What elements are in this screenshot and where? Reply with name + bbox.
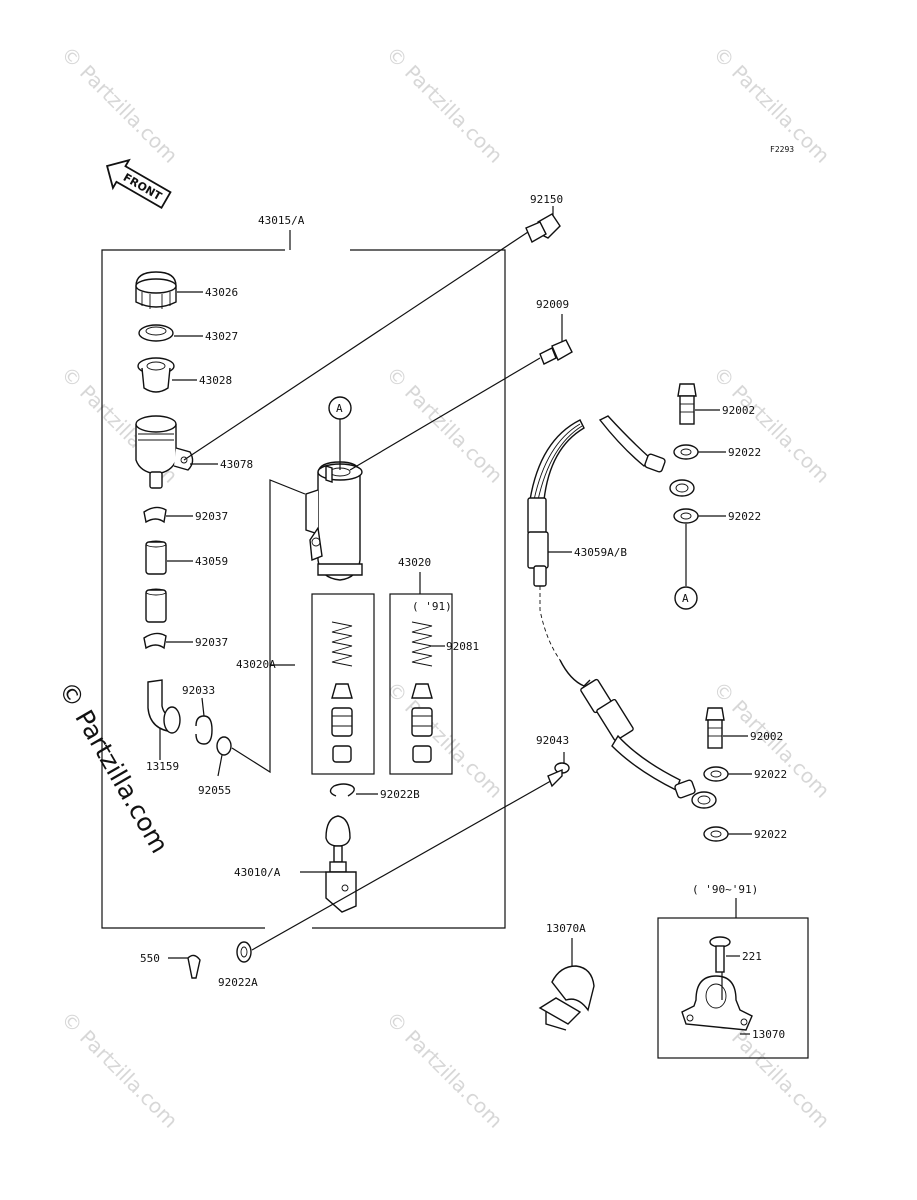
piston	[411, 707, 433, 737]
reference-label-a: A	[682, 592, 689, 605]
leader-line	[231, 665, 271, 774]
piston-cup	[331, 683, 353, 699]
banjo-bolt	[677, 383, 697, 425]
label-92037-top: 92037	[195, 510, 228, 523]
watermark: © Partzilla.com	[381, 1007, 507, 1133]
label-550: 550	[140, 952, 160, 965]
reservoir-cap	[135, 271, 177, 309]
label-92037-bottom: 92037	[195, 636, 228, 649]
reference-label-a: A	[336, 402, 343, 415]
label-43059AB: 43059A/B	[574, 546, 627, 559]
watermark: © Partzilla.com	[381, 362, 507, 488]
label-92002-top: 92002	[722, 404, 755, 417]
label-43026: 43026	[205, 286, 238, 299]
label-92022A: 92022A	[218, 976, 258, 989]
reference-marker-a	[674, 586, 698, 610]
piston-seal	[412, 745, 432, 763]
label-43059: 43059	[195, 555, 228, 568]
leader-line	[349, 357, 541, 471]
label-43078: 43078	[220, 458, 253, 471]
elbow-fitting	[147, 679, 181, 734]
kit-box-43020	[389, 593, 453, 775]
bolt	[539, 339, 573, 365]
circlip	[195, 715, 213, 745]
label-92022-4: 92022	[754, 828, 787, 841]
watermark: © Partzilla.com	[708, 362, 834, 488]
hose-section	[145, 540, 167, 575]
label-13070A: 13070A	[546, 922, 586, 935]
label-43015: 43015/A	[258, 214, 305, 227]
label-92043: 92043	[536, 734, 569, 747]
label-43020A: 43020A	[236, 658, 276, 671]
piston-cup	[411, 683, 433, 699]
watermark: © Partzilla.com	[381, 42, 507, 168]
washer	[703, 826, 729, 842]
label-92055: 92055	[198, 784, 231, 797]
figure-code: F2293	[770, 145, 794, 154]
washer	[673, 508, 699, 524]
label-92002-bottom: 92002	[750, 730, 783, 743]
label-221: 221	[742, 950, 762, 963]
spring	[331, 621, 353, 667]
bolt	[525, 213, 561, 243]
watermark: © Partzilla.com	[56, 1007, 182, 1133]
reservoir-plate	[137, 357, 175, 393]
hose-guide	[681, 975, 753, 1031]
label-92009: 92009	[536, 298, 569, 311]
label-43027: 43027	[205, 330, 238, 343]
o-ring	[216, 736, 232, 756]
kit-box-43020A	[311, 593, 375, 775]
leader-line	[183, 231, 529, 461]
piston	[331, 707, 353, 737]
assembly-box-43015: 43015/A	[101, 214, 506, 929]
reservoir	[135, 415, 194, 489]
label-92150: 92150	[530, 193, 563, 206]
master-cylinder	[305, 461, 363, 581]
spring	[411, 621, 433, 667]
label-92022-2: 92022	[728, 510, 761, 523]
label-13070: 13070	[752, 1028, 785, 1041]
label-92022-3: 92022	[754, 768, 787, 781]
washer	[236, 941, 252, 963]
hose-clamp	[143, 632, 167, 650]
watermark: © Partzilla.com	[56, 42, 182, 168]
push-rod	[325, 815, 357, 913]
piston-seal	[332, 745, 352, 763]
hose-clamp-bracket	[538, 965, 595, 1031]
label-43028: 43028	[199, 374, 232, 387]
label-43010: 43010/A	[234, 866, 281, 879]
washer	[673, 444, 699, 460]
circlip	[329, 783, 355, 797]
kit-box-13070	[657, 917, 809, 1059]
watermark: © Partzilla.com	[381, 677, 507, 803]
clevis-pin	[547, 762, 570, 788]
label-91: ( '91)	[412, 600, 452, 613]
cotter-pin	[187, 954, 201, 979]
label-92022-1: 92022	[728, 446, 761, 459]
leader-line	[269, 479, 306, 666]
screw	[709, 936, 731, 973]
washer	[703, 766, 729, 782]
banjo-bolt	[705, 707, 725, 749]
label-92081: 92081	[446, 640, 479, 653]
label-92033: 92033	[182, 684, 215, 697]
leader-line	[251, 777, 557, 951]
label-92022B: 92022B	[380, 788, 420, 801]
brake-hose	[527, 415, 717, 809]
diaphragm	[138, 324, 174, 342]
label-43020: 43020	[398, 556, 431, 569]
label-13159: 13159	[146, 760, 179, 773]
label-90-91: ( '90~'91)	[692, 883, 758, 896]
hose-clamp	[143, 506, 167, 524]
hose-section	[145, 588, 167, 623]
